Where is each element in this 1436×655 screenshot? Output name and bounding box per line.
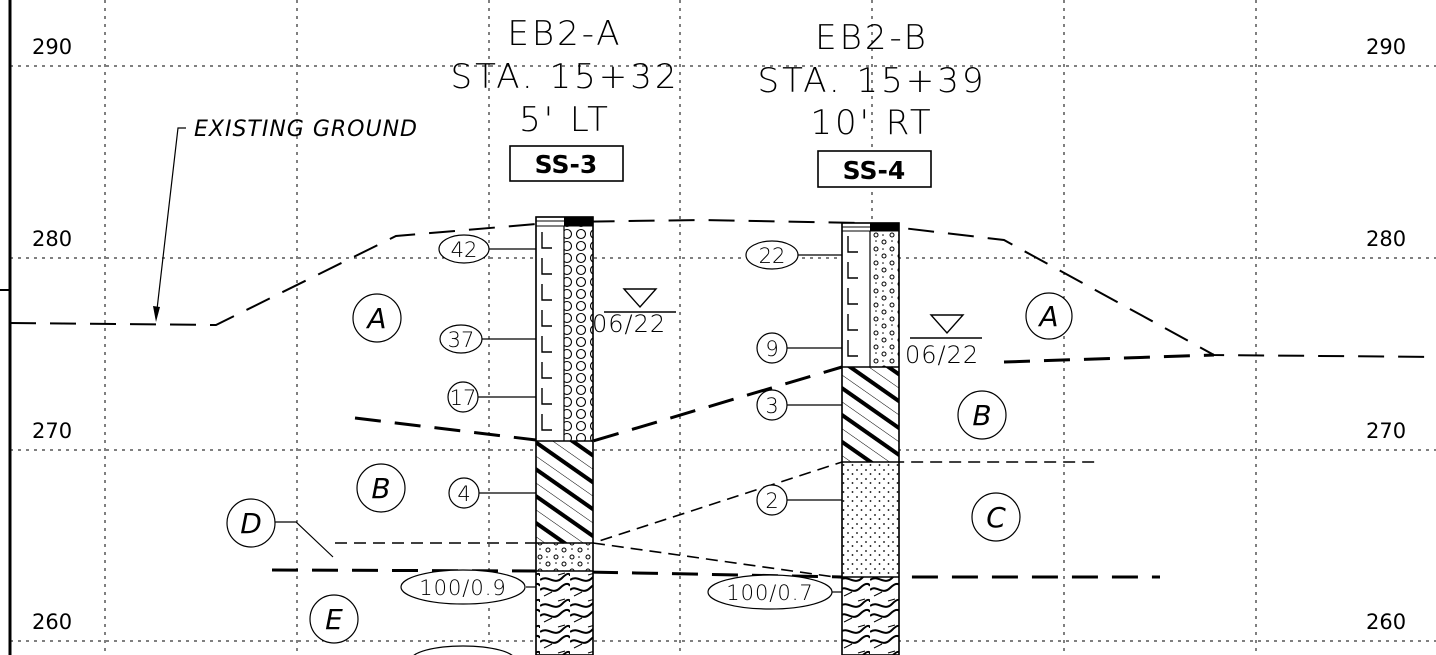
silt-symbols bbox=[541, 232, 552, 431]
blow-count-bubble bbox=[448, 477, 480, 509]
clay-layer bbox=[842, 367, 899, 462]
stratum-letter: E bbox=[325, 603, 343, 636]
blow-count: 9 bbox=[765, 337, 778, 361]
stratum-marker bbox=[352, 293, 402, 343]
stratum-labels: A A B B C D E bbox=[226, 292, 1073, 644]
blow-count-bubble bbox=[756, 332, 788, 364]
blow-count: 2 bbox=[765, 489, 778, 513]
topsoil-cap bbox=[870, 223, 899, 231]
stratum-marker bbox=[971, 492, 1021, 542]
sample-tag-box bbox=[817, 150, 932, 188]
stratum-marker bbox=[1025, 292, 1073, 340]
blow-count: 100/0.7 bbox=[726, 581, 814, 605]
stratum-letter: B bbox=[371, 472, 390, 505]
existing-ground-callout: EXISTING GROUND bbox=[153, 117, 418, 322]
elevation-labels-left: 290 280 270 260 bbox=[32, 35, 72, 634]
gravel-layer bbox=[564, 226, 593, 441]
blow-count: 17 bbox=[450, 386, 477, 410]
sand-gravel-layer bbox=[870, 231, 899, 367]
boring-id: EB2-B bbox=[815, 18, 929, 58]
elevation-labels-right: 290 280 270 260 bbox=[1366, 35, 1406, 634]
elevation-label: 280 bbox=[1366, 227, 1406, 251]
silt-symbols bbox=[847, 236, 858, 357]
stratum-letter: B bbox=[972, 399, 991, 432]
boring-offset: 5' LT bbox=[519, 100, 611, 140]
blow-count-bubble bbox=[745, 240, 799, 270]
blow-count-bubble bbox=[400, 569, 526, 605]
rock-layer bbox=[536, 571, 593, 655]
sand-layer bbox=[842, 462, 899, 577]
water-level-date: 06/22 bbox=[592, 310, 666, 338]
elevation-label: 280 bbox=[32, 227, 72, 251]
blow-count: 37 bbox=[448, 328, 475, 352]
boring-station: STA. 15+32 bbox=[450, 57, 679, 97]
elevation-label: 270 bbox=[1366, 419, 1406, 443]
blow-count-bubble bbox=[756, 484, 788, 516]
topsoil-cap bbox=[564, 217, 593, 226]
blow-count-bubble bbox=[439, 324, 483, 354]
grid-lines bbox=[10, 0, 1436, 655]
boring-offset: 10' RT bbox=[810, 103, 933, 143]
existing-ground-line bbox=[9, 218, 1436, 358]
existing-ground-label: EXISTING GROUND bbox=[194, 117, 418, 142]
stratum-letter: D bbox=[240, 507, 262, 540]
sample-tag: SS-3 bbox=[535, 150, 598, 179]
rock-layer bbox=[842, 577, 899, 655]
blow-count-bubble bbox=[756, 389, 788, 421]
stratum-marker bbox=[356, 463, 406, 513]
blow-count: 100/0.9 bbox=[419, 576, 507, 600]
blow-count: 4 bbox=[457, 482, 470, 506]
stratum-marker bbox=[957, 390, 1007, 440]
water-level-date: 06/22 bbox=[905, 341, 979, 369]
stratum-boundaries bbox=[271, 353, 1215, 579]
blow-count: 22 bbox=[759, 244, 786, 268]
water-level-icon bbox=[929, 314, 965, 335]
blow-count-bubble bbox=[438, 234, 490, 264]
sample-tag-box bbox=[509, 145, 624, 182]
blow-count-bubble bbox=[447, 381, 479, 413]
elevation-label: 270 bbox=[32, 419, 72, 443]
boring-eb2-b: EB2-B STA. 15+39 10' RT SS-4 06/22 22 9 bbox=[707, 18, 986, 655]
elevation-label: 290 bbox=[1366, 35, 1406, 59]
blow-count: 42 bbox=[451, 238, 478, 262]
stratum-letter: C bbox=[986, 501, 1006, 534]
clay-layer bbox=[536, 441, 593, 543]
stratum-letter: A bbox=[1037, 300, 1058, 333]
stratum-letter: A bbox=[365, 302, 386, 335]
elevation-label: 260 bbox=[1366, 610, 1406, 634]
boring-id: EB2-A bbox=[507, 14, 622, 54]
elevation-label: 260 bbox=[32, 610, 72, 634]
boring-station: STA. 15+39 bbox=[757, 61, 986, 101]
stratum-marker bbox=[226, 498, 276, 548]
blow-count-bubble bbox=[707, 574, 833, 610]
blow-count-bubble bbox=[413, 645, 513, 655]
sand-gravel-layer bbox=[536, 543, 593, 571]
blow-count: 3 bbox=[765, 394, 778, 418]
elevation-label: 290 bbox=[32, 35, 72, 59]
stratum-marker bbox=[309, 594, 359, 644]
boring-eb2-a: EB2-A STA. 15+32 5' LT SS-3 06/22 42 37 bbox=[400, 14, 679, 655]
water-level-icon bbox=[622, 288, 658, 309]
sample-tag: SS-4 bbox=[843, 156, 906, 185]
